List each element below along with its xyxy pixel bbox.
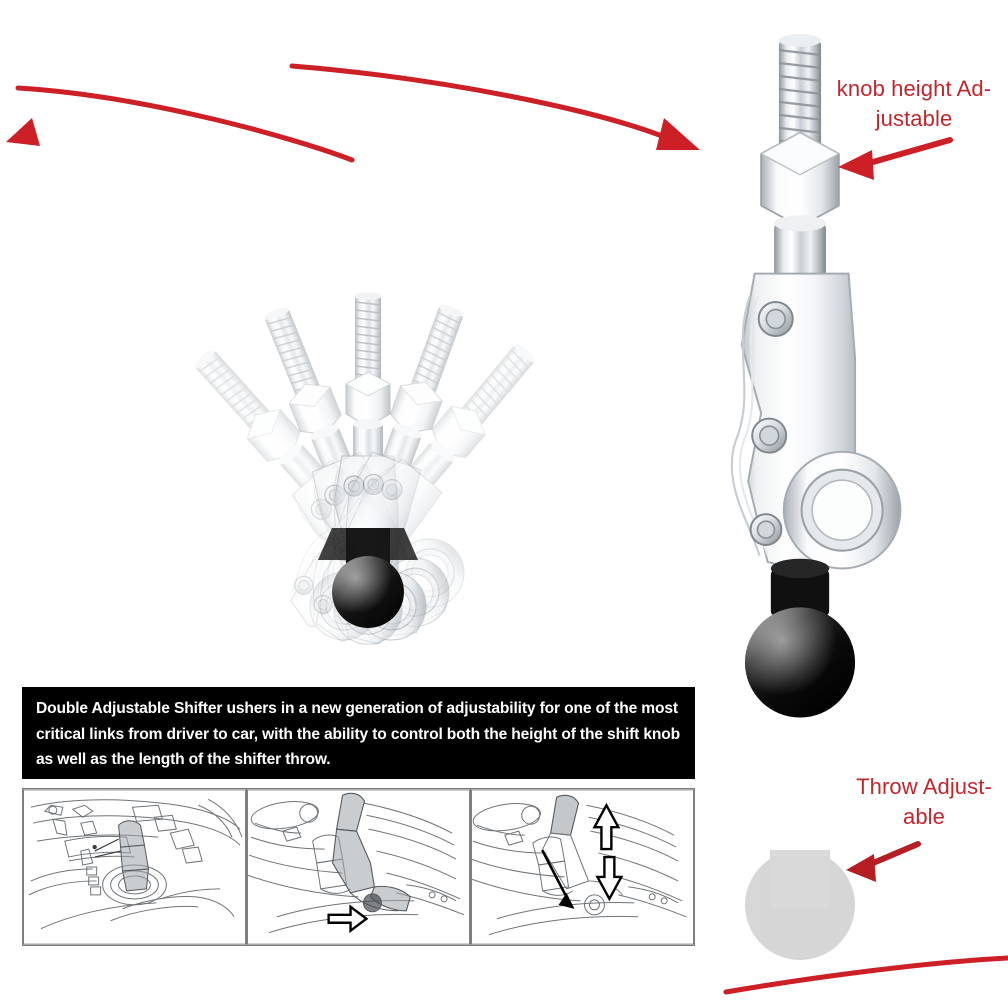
throw-length-arrow (541, 849, 575, 909)
fan-sweep-arrowhead-right (656, 118, 700, 150)
fan-position-3 (327, 291, 427, 645)
fan-position-2 (237, 287, 462, 653)
height-up-arrow (592, 802, 621, 851)
diagram-thumbnail-strip (22, 788, 695, 946)
fan-position-4 (293, 292, 509, 659)
annotation-knob-height: knob height Ad- justable (836, 76, 992, 131)
main-shifter-product (730, 33, 902, 718)
pivot-eye (782, 450, 902, 570)
body-bolts (749, 301, 794, 546)
shifter-body (740, 272, 863, 577)
shift-knob-ball (744, 558, 856, 718)
fan-shift-knob-ball (318, 528, 418, 628)
fan-position-5 (269, 323, 573, 658)
thumbnail-shifter-height-arrows-diagram[interactable] (471, 789, 694, 945)
fan-sweep-arrowhead-left (6, 118, 40, 146)
knob-height-hex-nut (760, 131, 840, 228)
height-down-arrow (595, 855, 624, 902)
description-text: Double Adjustable Shifter ushers in a ne… (36, 700, 681, 768)
thumbnail-shifter-pivot-arrow-diagram[interactable] (247, 789, 471, 945)
fan-sweep-arrow (15, 63, 675, 163)
annotation-throw-adjustable: Throw Adjust- able (856, 774, 992, 829)
fan-position-1 (171, 316, 482, 645)
product-reflection (745, 850, 855, 960)
thumbnail-console-shifter-install-diagram[interactable] (23, 789, 247, 945)
bottom-red-curve (723, 955, 1008, 995)
description-banner: Double Adjustable Shifter ushers in a ne… (22, 687, 695, 779)
throw-adjustable-arrow (846, 841, 921, 882)
knob-height-arrow (838, 137, 953, 180)
pivot-callout-arrow (327, 904, 369, 934)
